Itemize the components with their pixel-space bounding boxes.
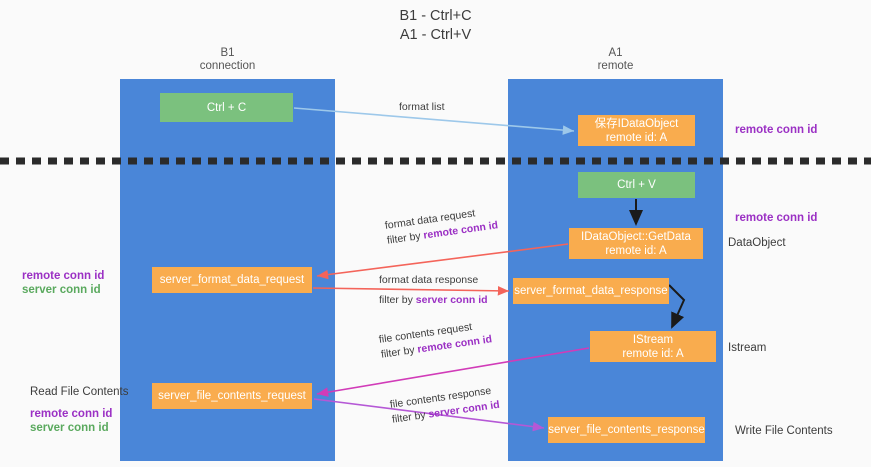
lane-header-a1-role: remote xyxy=(597,60,634,72)
edge-label-format-data-response: format data response filter by server co… xyxy=(379,273,488,308)
node-save-idataobject[interactable]: 保存IDataObject remote id: A xyxy=(578,115,695,146)
node-save-idataobject-label: 保存IDataObject xyxy=(594,117,679,130)
node-idataobject-getdata-label: IDataObject::GetData xyxy=(581,230,691,243)
node-server-format-data-request[interactable]: server_format_data_request xyxy=(152,267,312,293)
annotation-file-server-conn-id: server conn id xyxy=(30,422,109,434)
edge-label-file-contents-response: file contents response filter by server … xyxy=(389,383,501,428)
node-idataobject-getdata[interactable]: IDataObject::GetData remote id: A xyxy=(569,228,703,259)
lane-header-b1: B1 connection xyxy=(120,47,335,73)
annotation-file-conn-ids: Read File Contents remote conn id server… xyxy=(30,385,128,435)
filter-prefix: filter by xyxy=(380,343,419,361)
node-server-file-contents-request[interactable]: server_file_contents_request xyxy=(152,383,312,409)
node-save-idataobject-sublabel: remote id: A xyxy=(605,131,668,144)
annotation-read-file-contents: Read File Contents xyxy=(30,386,129,398)
edge-label-format-data-response-line1: format data response xyxy=(379,274,479,286)
annotation-file-remote-conn-id: remote conn id xyxy=(30,408,113,420)
filter-key-server-conn-id: server conn id xyxy=(415,294,488,306)
lane-header-b1-name: B1 xyxy=(220,47,235,59)
edge-label-file-contents-request: file contents request filter by remote c… xyxy=(378,317,493,362)
annotation-write-file-contents: Write File Contents xyxy=(735,425,833,437)
node-ctrl-v[interactable]: Ctrl + V xyxy=(578,172,695,198)
title-line-2: A1 - Ctrl+V xyxy=(399,27,472,43)
filter-prefix: filter by xyxy=(391,408,430,426)
node-ctrl-v-label: Ctrl + V xyxy=(617,179,656,191)
annotation-remote-conn-id-middle: remote conn id xyxy=(735,212,818,224)
filter-prefix: filter by xyxy=(379,294,416,306)
annotation-format-conn-ids: remote conn id server conn id xyxy=(22,269,104,297)
annotation-istream: Istream xyxy=(728,342,767,354)
annotation-format-remote-conn-id: remote conn id xyxy=(22,270,105,282)
annotation-data-object: DataObject xyxy=(728,237,786,249)
lane-header-b1-role: connection xyxy=(199,60,256,72)
node-istream-sublabel: remote id: A xyxy=(622,347,684,360)
node-server-format-data-response[interactable]: server_format_data_response xyxy=(513,278,669,304)
node-server-file-contents-response-label: server_file_contents_response xyxy=(548,424,705,436)
lane-header-a1: A1 remote xyxy=(508,47,723,73)
node-server-format-data-request-label: server_format_data_request xyxy=(159,274,305,286)
node-server-format-data-response-label: server_format_data_response xyxy=(514,285,668,297)
title-line-1: B1 - Ctrl+C xyxy=(399,8,472,24)
lane-header-a1-name: A1 xyxy=(608,47,623,59)
edge-label-format-list: format list xyxy=(399,100,445,115)
node-istream-label: IStream xyxy=(632,333,674,346)
edge-label-format-list-text: format list xyxy=(399,101,445,113)
node-server-file-contents-response[interactable]: server_file_contents_response xyxy=(548,417,705,443)
node-server-file-contents-request-label: server_file_contents_request xyxy=(158,390,306,402)
annotation-remote-conn-id-top: remote conn id xyxy=(735,124,818,136)
edge-label-format-data-response-line2: filter by server conn id xyxy=(379,293,488,308)
node-istream[interactable]: IStream remote id: A xyxy=(590,331,716,362)
diagram-title: B1 - Ctrl+C A1 - Ctrl+V xyxy=(0,7,871,45)
edge-label-format-data-request: format data request filter by remote con… xyxy=(384,203,499,248)
node-ctrl-c[interactable]: Ctrl + C xyxy=(160,93,293,122)
node-ctrl-c-label: Ctrl + C xyxy=(206,101,247,114)
filter-prefix: filter by xyxy=(386,229,425,247)
node-idataobject-getdata-sublabel: remote id: A xyxy=(605,244,667,257)
annotation-format-server-conn-id: server conn id xyxy=(22,284,101,296)
